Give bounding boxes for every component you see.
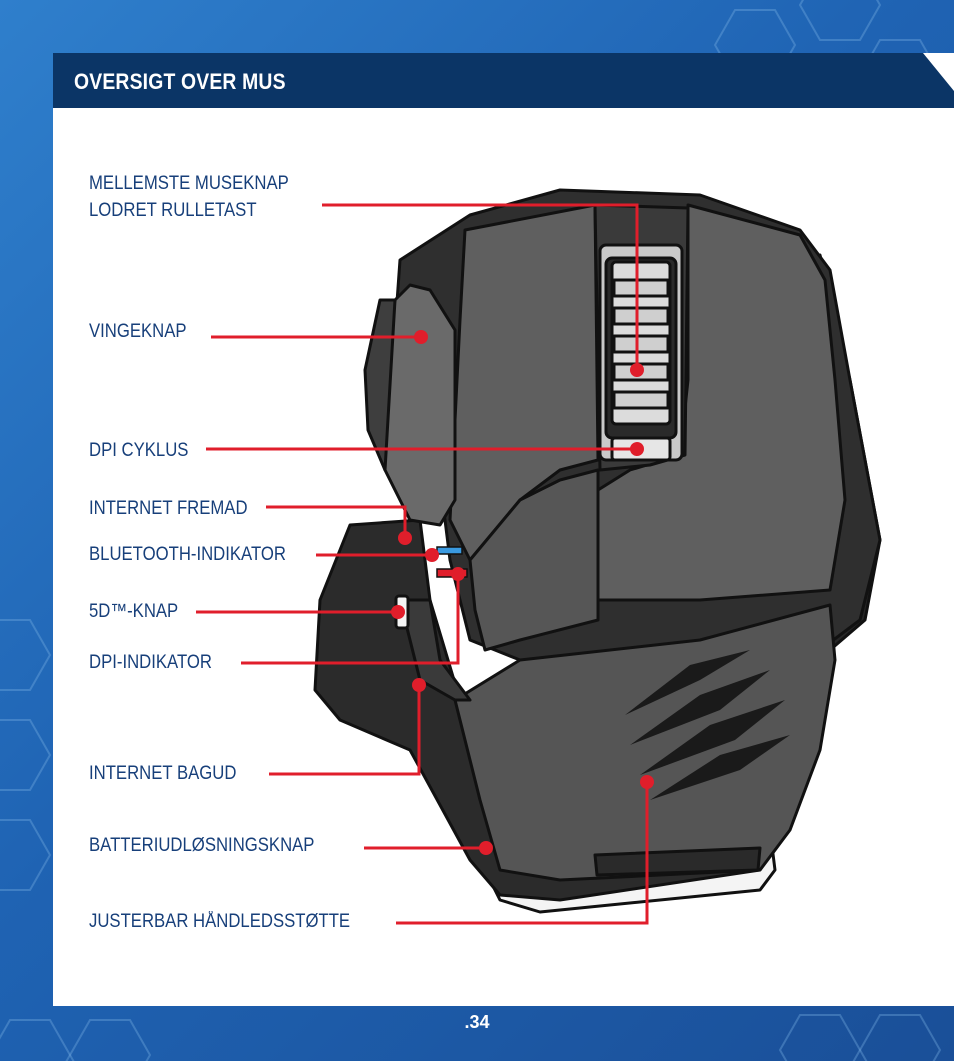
callout-dot <box>412 678 426 692</box>
callout-dot <box>398 531 412 545</box>
header-tab-corner <box>873 53 954 108</box>
callout-dot <box>640 775 654 789</box>
callout-dot <box>630 442 644 456</box>
page-title: OVERSIGT OVER MUS <box>74 69 286 94</box>
label-bluetooth-indicator: BLUETOOTH-INDIKATOR <box>89 544 286 565</box>
label-internet-forward: INTERNET FREMAD <box>89 498 248 519</box>
label-dpi-indicator: DPI-INDIKATOR <box>89 652 212 673</box>
callout-dot <box>479 841 493 855</box>
label-dpi-cycle: DPI CYKLUS <box>89 440 189 461</box>
label-5d-button: 5D™-KNAP <box>89 601 179 622</box>
section-header: OVERSIGT OVER MUS <box>53 53 901 108</box>
label-vertical-scroll: LODRET RULLETAST <box>89 200 257 221</box>
callout-dot <box>630 363 644 377</box>
label-wing-button: VINGEKNAP <box>89 321 187 342</box>
page-number: .34 <box>464 1012 490 1032</box>
label-internet-back: INTERNET BAGUD <box>89 763 237 784</box>
label-adjustable-palm-rest: JUSTERBAR HÅNDLEDSSTØTTE <box>89 911 351 932</box>
callout-dot <box>451 567 465 581</box>
callout-dot <box>391 605 405 619</box>
callout-dot <box>414 330 428 344</box>
label-battery-release: BATTERIUDLØSNINGSKNAP <box>89 835 315 856</box>
label-middle-mouse-button: MELLEMSTE MUSEKNAP <box>89 173 289 194</box>
callout-dot <box>425 548 439 562</box>
